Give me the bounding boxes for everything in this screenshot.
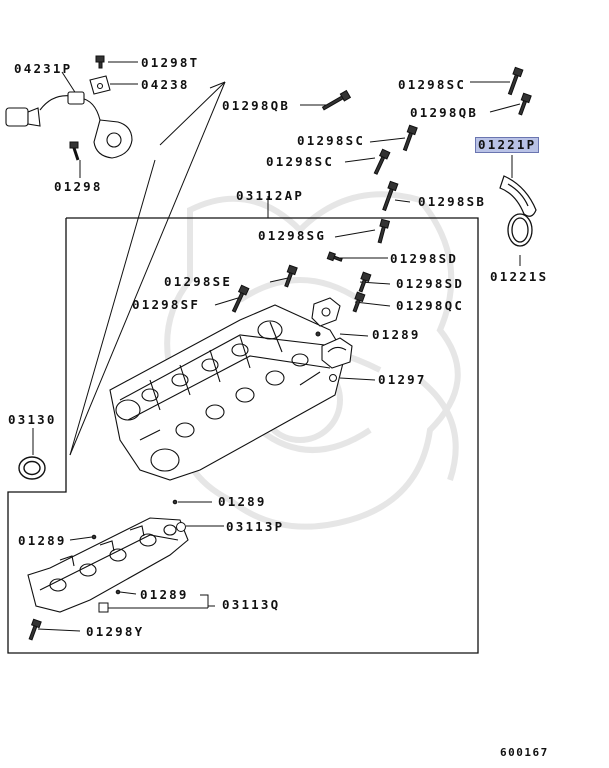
cam-carrier: [27, 517, 189, 613]
label-01298qb-a: 01298QB: [222, 98, 291, 113]
cam-cap-small: [311, 297, 353, 369]
label-01289-d: 01289: [140, 587, 189, 602]
assembly-frame: [7, 217, 479, 654]
label-01298: 01298: [54, 179, 103, 194]
label-03113q: 03113Q: [222, 597, 281, 612]
label-01298sc-c: 01298SC: [266, 154, 335, 169]
label-01221s: 01221S: [490, 269, 549, 284]
label-01298t: 01298T: [141, 55, 200, 70]
label-01289-c: 01289: [18, 533, 67, 548]
bolts-upper: [231, 66, 532, 313]
label-01298qb-b: 01298QB: [410, 105, 479, 120]
label-01298y: 01298Y: [86, 624, 145, 639]
seal-01221p: [499, 175, 537, 217]
label-01298qc: 01298QC: [396, 298, 465, 313]
label-03130: 03130: [8, 412, 57, 427]
cylinder-head: [109, 304, 346, 481]
label-01298sf: 01298SF: [132, 297, 201, 312]
label-01289-a: 01289: [372, 327, 421, 342]
label-01289-b: 01289: [218, 494, 267, 509]
bracket-04238: [89, 75, 111, 95]
label-03113p: 03113P: [226, 519, 285, 534]
label-01297: 01297: [378, 372, 427, 387]
bolt-01298t: [95, 55, 105, 69]
label-01298sb: 01298SB: [418, 194, 487, 209]
label-01298se: 01298SE: [164, 274, 233, 289]
seal-03130: [18, 456, 46, 480]
bolt-01298: [69, 141, 80, 161]
label-01298sc-b: 01298SC: [297, 133, 366, 148]
seal-01221s: [507, 213, 533, 247]
figure-id: 600167: [500, 746, 549, 759]
bolt-01298y: [28, 618, 42, 641]
label-04231p: 04231P: [14, 61, 73, 76]
label-01298sd-b: 01298SD: [396, 276, 465, 291]
leader-lines: [32, 61, 521, 632]
label-04238: 04238: [141, 77, 190, 92]
sensor-connector: [5, 91, 133, 159]
small-parts-lower: [91, 499, 186, 613]
label-01298sc-a: 01298SC: [398, 77, 467, 92]
label-01298sd-a: 01298SD: [390, 251, 459, 266]
label-03112ap: 03112AP: [236, 188, 305, 203]
small-parts: [315, 331, 337, 382]
label-01298sg: 01298SG: [258, 228, 327, 243]
label-01221p-highlighted[interactable]: 01221P: [474, 137, 540, 153]
